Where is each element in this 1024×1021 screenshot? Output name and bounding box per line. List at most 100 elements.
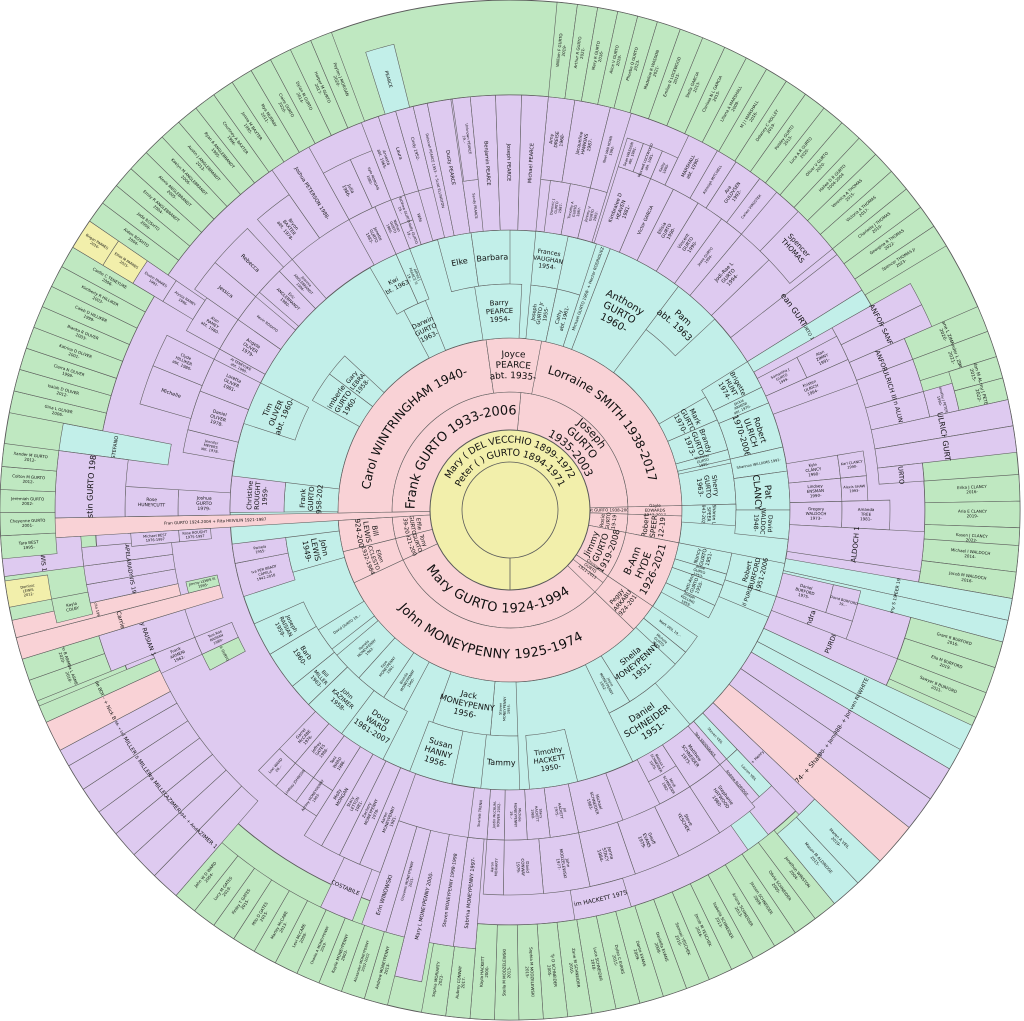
person-segment[interactable]: Tammy: [480, 734, 521, 791]
person-segment[interactable]: Scarlett TRENN: [467, 787, 491, 840]
person-segment[interactable]: Shannon WILLIAMS 1991-: [729, 446, 788, 479]
person-segment[interactable]: RobertBURFORD1951-2006: [724, 552, 786, 597]
person-segment[interactable]: Lindsay JOHNSON: [275, 762, 314, 803]
person-segment[interactable]: Joseph PEARCE: [495, 94, 522, 231]
person-segment[interactable]: Steven MONEYPENNY 1998-1998: [428, 834, 468, 947]
person-segment[interactable]: Sabrina MONEYPENNY 1997-: [453, 836, 485, 949]
person-segment[interactable]: PEARCE: [365, 43, 410, 115]
person-segment[interactable]: Elke: [437, 232, 479, 293]
person-segment[interactable]: Mark VEIL 19..-: [643, 605, 698, 653]
person-segment[interactable]: Dusty PEARCE: [426, 98, 471, 236]
person-segment[interactable]: Michelle: [139, 365, 203, 419]
person-segment[interactable]: Rebecca: [214, 228, 284, 297]
